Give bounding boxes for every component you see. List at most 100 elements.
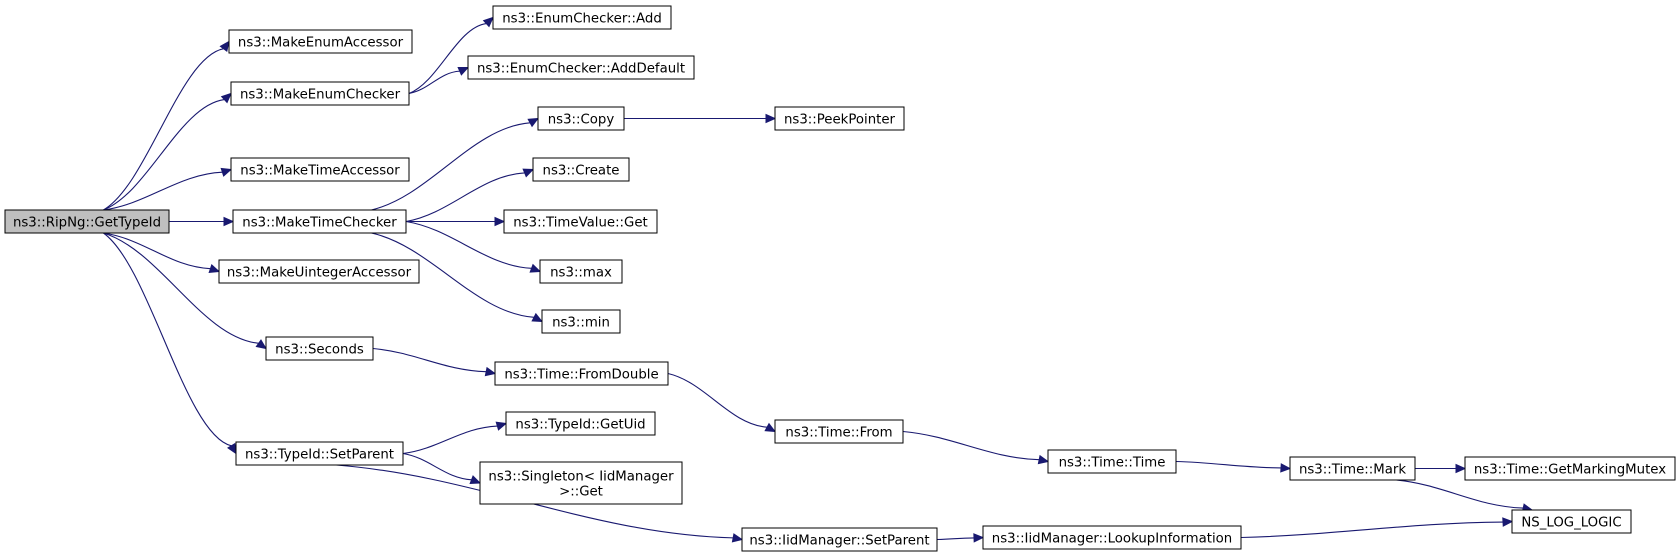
node-label: ns3::IidManager::SetParent <box>749 534 929 549</box>
edge-makeTimeChecker-to-min <box>371 232 544 323</box>
node-box <box>539 259 623 284</box>
node-get-type-id[interactable]: ns3::RipNg::GetTypeId <box>4 209 170 234</box>
node-seconds[interactable]: ns3::Seconds <box>265 336 374 361</box>
node-type-id-set-parent[interactable]: ns3::TypeId::SetParent <box>235 441 404 466</box>
node-box <box>218 259 420 284</box>
node-label: ns3::Copy <box>548 113 615 128</box>
node-box <box>741 527 938 552</box>
node-box <box>230 81 410 106</box>
node-ns-log-logic[interactable]: NS_LOG_LOGIC <box>1511 509 1632 534</box>
node-max[interactable]: ns3::max <box>539 259 623 284</box>
edge-typeIdSetParent-to-singletonGet <box>402 452 482 485</box>
node-lookup-information[interactable]: ns3::IidManager::LookupInformation <box>982 525 1242 550</box>
node-box <box>232 209 407 234</box>
node-box <box>503 209 658 234</box>
node-time-mark[interactable]: ns3::Time::Mark <box>1289 456 1416 481</box>
node-label: ns3::Time::GetMarkingMutex <box>1474 463 1666 478</box>
node-get-marking-mutex[interactable]: ns3::Time::GetMarkingMutex <box>1464 456 1676 481</box>
edge-seconds-to-timeFromDouble <box>372 347 497 377</box>
edge-timeFrom-to-timeTime <box>902 430 1050 465</box>
node-make-time-checker[interactable]: ns3::MakeTimeChecker <box>232 209 407 234</box>
node-make-uinteger-accessor[interactable]: ns3::MakeUintegerAccessor <box>218 259 420 284</box>
arrowhead-icon <box>522 168 535 178</box>
edge-timeMark-to-nsLogLogic <box>1396 479 1534 513</box>
node-singleton-get[interactable]: ns3::Singleton< IidManager>::Get <box>479 461 683 505</box>
edge-lookupInformation-to-nsLogLogic <box>1240 517 1514 539</box>
arrowhead-icon <box>495 421 508 431</box>
node-box <box>982 525 1242 550</box>
node-box <box>774 106 905 131</box>
edge-line <box>371 232 535 318</box>
edge-line <box>103 48 224 211</box>
node-box <box>541 309 621 334</box>
edge-timeMark-to-getMarkingMutex <box>1415 463 1467 474</box>
node-enum-checker-add[interactable]: ns3::EnumChecker::Add <box>492 5 672 30</box>
nodes-layer: ns3::RipNg::GetTypeId ns3::MakeEnumAccess… <box>4 5 1676 552</box>
node-label: ns3::MakeTimeAccessor <box>240 164 400 179</box>
edge-line <box>936 537 975 541</box>
edges-layer <box>103 16 1534 543</box>
node-box <box>1464 456 1676 481</box>
node-time-value-get[interactable]: ns3::TimeValue::Get <box>503 209 658 234</box>
edge-line <box>1175 460 1282 469</box>
arrowhead-icon <box>529 263 542 273</box>
node-time-from[interactable]: ns3::Time::From <box>774 419 904 444</box>
node-box <box>537 106 625 131</box>
node-type-id-get-uid[interactable]: ns3::TypeId::GetUid <box>505 411 656 436</box>
edge-getTypeId-to-makeUintegerAccessor <box>103 232 221 274</box>
arrowhead-icon <box>1455 463 1467 474</box>
node-label: ns3::PeekPointer <box>784 113 896 128</box>
node-box <box>235 441 404 466</box>
arrowhead-icon <box>1502 517 1514 527</box>
arrowhead-icon <box>527 117 540 128</box>
edge-line <box>902 430 1040 461</box>
edge-getTypeId-to-seconds <box>103 232 268 350</box>
node-box <box>774 419 904 444</box>
edge-makeTimeChecker-to-create <box>405 168 535 223</box>
node-label: ns3::Time::FromDouble <box>504 368 658 383</box>
arrowhead-icon <box>1037 454 1050 465</box>
arrowhead-icon <box>484 366 497 377</box>
arrowhead-icon <box>219 40 230 52</box>
arrowhead-icon <box>220 167 233 177</box>
edge-line <box>402 452 472 481</box>
arrowhead-icon <box>255 339 268 350</box>
edge-getTypeId-to-typeIdSetParent <box>103 232 237 455</box>
node-time-time[interactable]: ns3::Time::Time <box>1047 449 1177 474</box>
node-make-time-accessor[interactable]: ns3::MakeTimeAccessor <box>230 157 410 182</box>
node-box <box>505 411 656 436</box>
arrowhead-icon <box>494 216 506 227</box>
edge-line <box>372 347 487 373</box>
node-min[interactable]: ns3::min <box>541 309 621 334</box>
node-label: ns3::MakeTimeChecker <box>242 216 397 231</box>
node-iid-set-parent[interactable]: ns3::IidManager::SetParent <box>741 527 938 552</box>
node-peek-pointer[interactable]: ns3::PeekPointer <box>774 106 905 131</box>
node-label: ns3::MakeUintegerAccessor <box>227 266 412 281</box>
edge-getTypeId-to-makeTimeAccessor <box>103 167 233 211</box>
node-label: ns3::IidManager::LookupInformation <box>992 532 1232 547</box>
edge-makeTimeChecker-to-timeValueGet <box>406 216 506 227</box>
node-make-enum-checker[interactable]: ns3::MakeEnumChecker <box>230 81 410 106</box>
edge-line <box>103 232 259 344</box>
node-time-from-double[interactable]: ns3::Time::FromDouble <box>494 361 669 386</box>
edge-line <box>408 22 487 95</box>
node-label: ns3::Seconds <box>275 343 364 358</box>
edge-makeEnumChecker-to-enumCheckerAdd <box>408 16 494 95</box>
node-box <box>265 336 374 361</box>
node-label: ns3::MakeEnumChecker <box>240 88 401 103</box>
node-enum-checker-add-default[interactable]: ns3::EnumChecker::AddDefault <box>467 55 695 80</box>
arrowhead-icon <box>469 475 482 485</box>
node-box <box>230 157 410 182</box>
node-copy[interactable]: ns3::Copy <box>537 106 625 131</box>
node-label: NS_LOG_LOGIC <box>1521 516 1621 531</box>
arrowhead-icon <box>208 263 221 274</box>
node-box <box>1511 509 1632 534</box>
edge-line <box>1396 479 1524 509</box>
node-label: ns3::RipNg::GetTypeId <box>13 216 161 231</box>
edge-line <box>408 70 460 95</box>
node-box <box>479 461 683 505</box>
node-box <box>494 361 669 386</box>
node-label: ns3::max <box>550 266 612 281</box>
node-create[interactable]: ns3::Create <box>532 157 630 182</box>
node-make-enum-accessor[interactable]: ns3::MakeEnumAccessor <box>228 29 413 54</box>
